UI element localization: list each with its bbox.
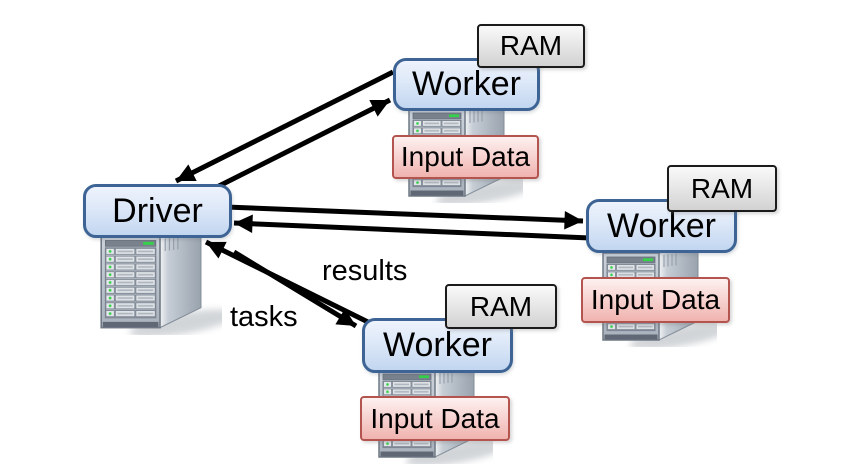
input-data-label: Input Data <box>590 284 721 315</box>
input-data-label: Input Data <box>370 402 500 434</box>
input-data-label: Input Data <box>400 141 531 172</box>
edge-label-results: results <box>322 255 408 287</box>
driver-label: Driver <box>112 191 203 230</box>
ram-label: RAM <box>690 172 754 204</box>
input-data-badge-top: Input Data <box>392 135 539 179</box>
worker-label: Worker <box>607 206 716 245</box>
ram-label: RAM <box>469 290 533 322</box>
worker-label: Worker <box>412 65 521 103</box>
arrow-worker-bottom-to-driver-results <box>204 239 374 327</box>
worker-label: Worker <box>383 326 492 364</box>
input-data-badge-right: Input Data <box>581 277 730 323</box>
edge-label-tasks: tasks <box>230 301 298 333</box>
driver-node-box: Driver <box>83 184 232 238</box>
arrow-driver-to-worker-right <box>225 204 584 230</box>
input-data-badge-bottom: Input Data <box>360 396 510 441</box>
ram-badge-bottom: RAM <box>445 284 557 329</box>
ram-badge-top: RAM <box>477 24 585 68</box>
ram-label: RAM <box>499 30 563 61</box>
arrow-worker-top-to-driver <box>174 69 395 184</box>
arrow-driver-to-worker-top <box>207 97 392 194</box>
arrow-worker-right-to-driver <box>233 214 591 241</box>
worker-node-box-top: Worker <box>393 58 540 111</box>
ram-badge-right: RAM <box>667 165 777 212</box>
